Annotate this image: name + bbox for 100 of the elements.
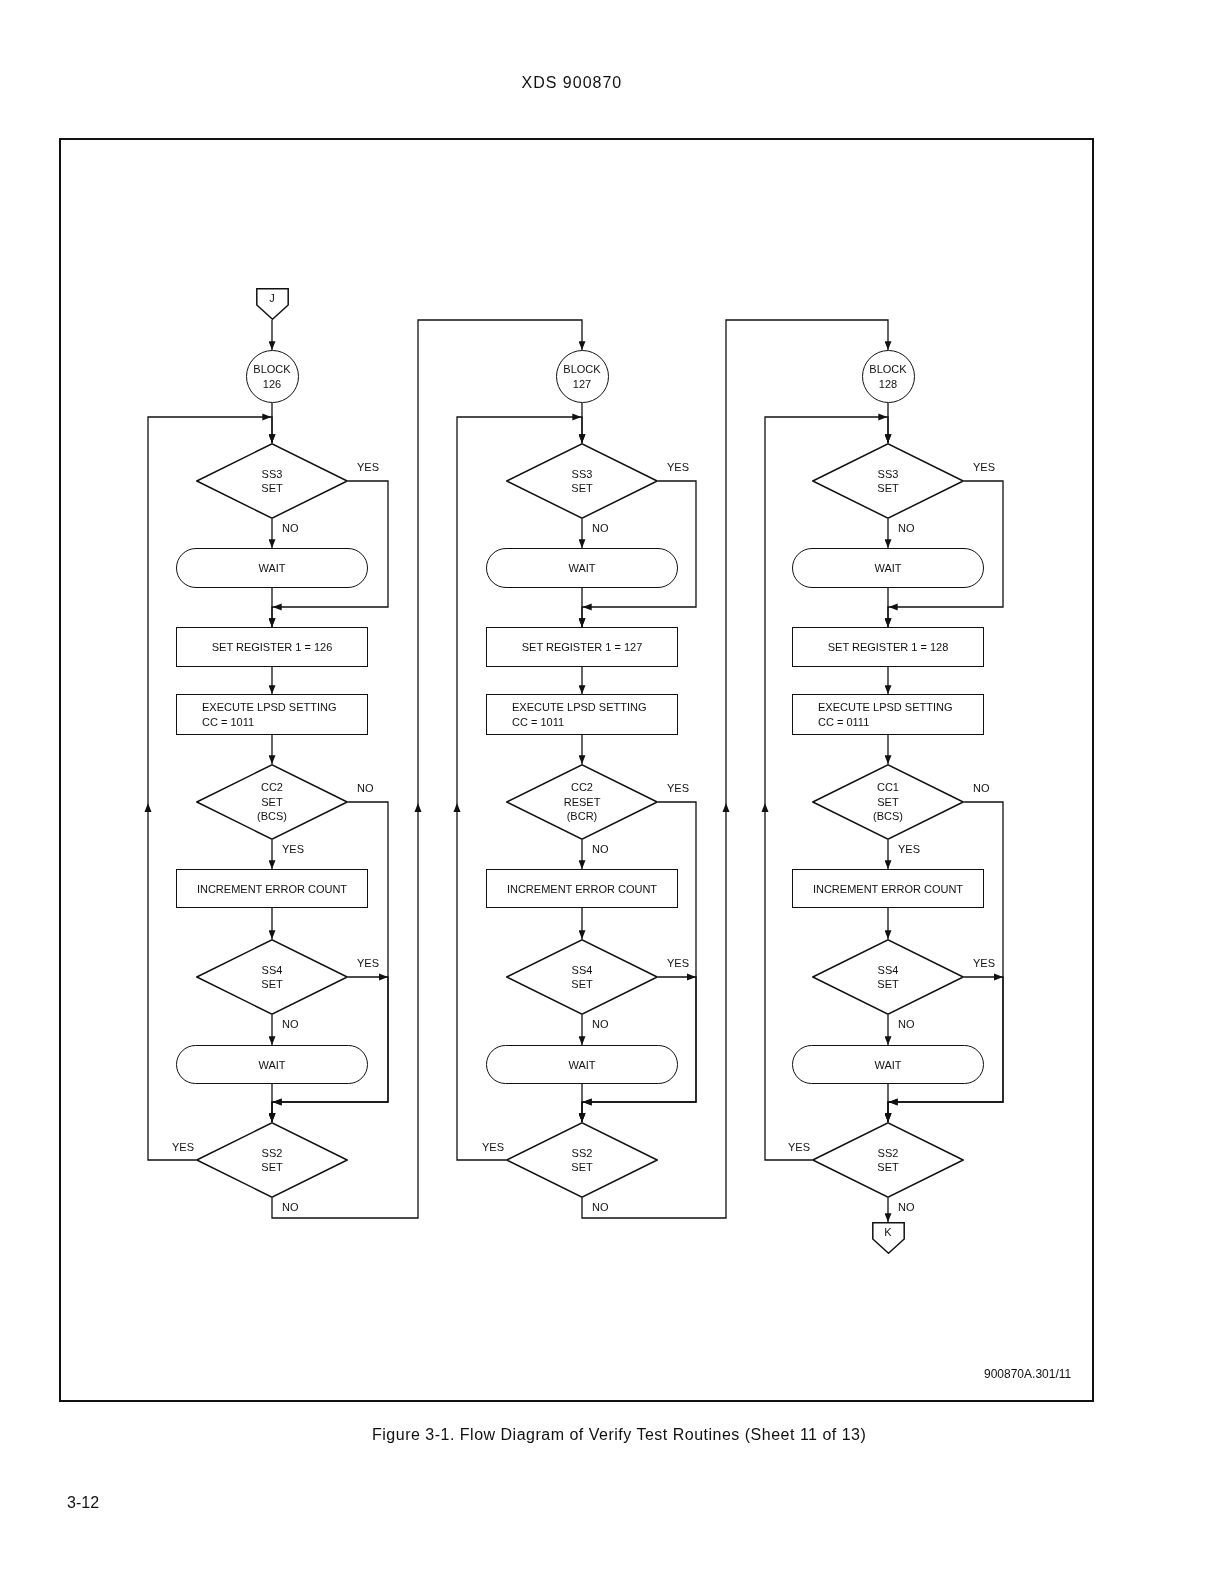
decision-diamond <box>812 1122 964 1198</box>
edge-label: YES <box>357 461 379 474</box>
flow-arrow <box>268 839 276 870</box>
flow-arrow <box>578 734 586 765</box>
edge-label: YES <box>898 843 920 856</box>
edge-label: NO <box>592 1018 609 1031</box>
node-text: WAIT <box>568 1057 596 1072</box>
flow-arrow <box>884 734 892 765</box>
node-text: SS3 SET <box>877 466 899 496</box>
node-text: SET REGISTER 1 = 128 <box>827 640 949 654</box>
edge-label: YES <box>667 957 689 970</box>
node-text: K <box>884 1225 892 1239</box>
flow-arrow <box>578 666 586 695</box>
edge-label: NO <box>282 522 299 535</box>
node-text: SS4 SET <box>571 962 593 992</box>
process-box <box>792 694 984 735</box>
offpage-connector <box>255 288 289 320</box>
edge-label: YES <box>357 957 379 970</box>
node-text: CC2 SET (BCS) <box>257 780 287 824</box>
process-box <box>486 694 678 735</box>
process-box <box>176 627 368 667</box>
wait-terminal <box>486 1045 678 1084</box>
decision-diamond <box>812 939 964 1015</box>
process-box <box>486 627 678 667</box>
flow-arrow <box>578 1014 586 1046</box>
node-text: SS2 SET <box>261 1145 283 1175</box>
flow-arrow <box>884 907 892 940</box>
edge-label: YES <box>282 843 304 856</box>
process-box <box>176 694 368 735</box>
node-text: SET REGISTER 1 = 127 <box>521 640 643 654</box>
node-text: EXECUTE LPSD SETTING CC = 0111 <box>818 699 954 730</box>
process-box <box>792 627 984 667</box>
decision-diamond <box>196 443 348 519</box>
flow-arrow <box>268 666 276 695</box>
node-text: SS4 SET <box>877 962 899 992</box>
flow-arrow <box>271 319 586 1219</box>
flow-arrow <box>884 587 892 628</box>
edge-label: YES <box>973 461 995 474</box>
flow-arrow <box>268 907 276 940</box>
flow-arrow <box>578 907 586 940</box>
flow-arrow <box>578 587 586 628</box>
edge-label: NO <box>282 1201 299 1214</box>
edge-label: NO <box>898 1201 915 1214</box>
decision-diamond <box>506 764 658 840</box>
flow-arrow <box>884 839 892 870</box>
edge-label: NO <box>282 1018 299 1031</box>
edge-label: NO <box>973 782 990 795</box>
page-header: XDS 900870 <box>521 72 623 92</box>
node-text: BLOCK 127 <box>563 362 601 391</box>
node-text: WAIT <box>874 1057 902 1072</box>
node-text: WAIT <box>258 1057 286 1072</box>
flow-arrow <box>268 587 276 628</box>
edge-label: NO <box>592 522 609 535</box>
flow-arrow <box>144 413 276 1161</box>
node-text: WAIT <box>568 561 596 575</box>
flow-arrow <box>884 518 892 549</box>
wait-terminal <box>176 548 368 588</box>
wait-terminal <box>792 1045 984 1084</box>
flow-arrow <box>453 413 586 1161</box>
node-text: EXECUTE LPSD SETTING CC = 1011 <box>202 699 338 730</box>
flow-arrow <box>268 319 276 351</box>
process-box <box>792 869 984 908</box>
wait-terminal <box>792 548 984 588</box>
node-text: WAIT <box>258 561 286 575</box>
node-text: J <box>269 291 275 305</box>
decision-diamond <box>196 1122 348 1198</box>
flow-arrow <box>268 1014 276 1046</box>
edge-label: NO <box>357 782 374 795</box>
drawing-number: 900870A.301/11 <box>984 1367 1072 1382</box>
node-text: SS3 SET <box>261 466 283 496</box>
offpage-connector <box>871 1222 905 1254</box>
edge-label: NO <box>592 843 609 856</box>
connector-circle <box>861 350 915 403</box>
edge-label: NO <box>898 522 915 535</box>
edge-label: NO <box>898 1018 915 1031</box>
node-text: INCREMENT ERROR COUNT <box>506 881 658 896</box>
decision-diamond <box>506 443 658 519</box>
edge-label: YES <box>973 957 995 970</box>
decision-diamond <box>812 764 964 840</box>
edge-label: NO <box>592 1201 609 1214</box>
decision-diamond <box>196 764 348 840</box>
flow-arrow <box>578 518 586 549</box>
connector-circle <box>555 350 609 403</box>
process-box <box>486 869 678 908</box>
decision-diamond <box>506 1122 658 1198</box>
decision-diamond <box>506 939 658 1015</box>
flow-arrow <box>884 666 892 695</box>
flow-arrow <box>884 1197 892 1223</box>
node-text: INCREMENT ERROR COUNT <box>196 881 348 896</box>
node-text: SS3 SET <box>571 466 593 496</box>
edge-label: YES <box>667 782 689 795</box>
wait-terminal <box>486 548 678 588</box>
connector-circle <box>245 350 299 403</box>
node-text: WAIT <box>874 561 902 575</box>
node-text: EXECUTE LPSD SETTING CC = 1011 <box>512 699 648 730</box>
node-text: CC1 SET (BCS) <box>873 780 903 824</box>
flow-arrow <box>268 518 276 549</box>
edge-label: YES <box>667 461 689 474</box>
node-text: SET REGISTER 1 = 126 <box>211 640 333 654</box>
decision-diamond <box>196 939 348 1015</box>
